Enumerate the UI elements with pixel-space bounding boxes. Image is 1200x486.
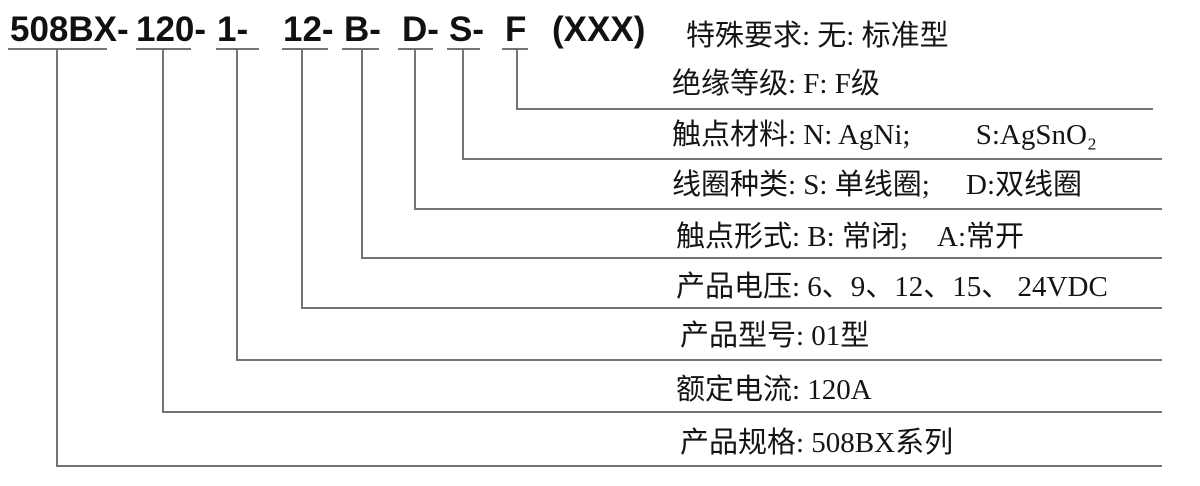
code-underline-rated-current (136, 48, 191, 50)
legend-rule-coil-type (414, 208, 1162, 210)
code-segment-special-requirements: (XXX) (552, 10, 646, 49)
code-underline-model (216, 48, 259, 50)
legend-rule-voltage (301, 307, 1162, 309)
legend-product-model: 产品型号: 01型 (680, 320, 870, 352)
code-underline-contact-form (342, 48, 379, 50)
legend-contact-form: 触点形式: B: 常闭; A:常开 (676, 221, 1025, 253)
legend-rule-rated-current (162, 411, 1162, 413)
connector-vertical-series (56, 50, 58, 467)
code-segment-contact-material: S- (449, 10, 484, 49)
legend-rule-model (236, 359, 1162, 361)
code-segment-contact-form: B- (344, 10, 381, 49)
legend-rule-insulation-class (516, 108, 1153, 110)
code-segment-model: 1- (217, 10, 249, 49)
code-segment-series: 508BX- (10, 10, 129, 49)
code-underline-voltage (282, 48, 328, 50)
legend-rated-current: 额定电流: 120A (676, 374, 872, 406)
code-underline-coil-type (398, 48, 433, 50)
legend-coil-type: 线圈种类: S: 单线圈; D:双线圈 (672, 169, 1083, 201)
legend-product-voltage: 产品电压: 6、9、12、15、 24VDC (676, 271, 1108, 303)
legend-rule-series (56, 465, 1162, 467)
code-underline-insulation-class (502, 48, 528, 50)
legend-rule-contact-material (462, 158, 1162, 160)
connector-vertical-insulation-class (516, 50, 518, 110)
legend-rule-contact-form (361, 257, 1162, 259)
connector-vertical-coil-type (414, 50, 416, 210)
legend-special-requirements: 特殊要求: 无: 标准型 (686, 20, 949, 52)
code-underline-contact-material (447, 48, 480, 50)
connector-vertical-model (236, 50, 238, 361)
legend-contact-material: 触点材料: N: AgNi; S:AgSnO₂ (672, 119, 1098, 151)
code-segment-coil-type: D- (402, 10, 439, 49)
connector-vertical-rated-current (162, 50, 164, 413)
code-segment-rated-current: 120- (136, 10, 207, 49)
legend-product-series: 产品规格: 508BX系列 (680, 427, 954, 459)
connector-vertical-voltage (301, 50, 303, 309)
connector-vertical-contact-material (462, 50, 464, 160)
code-segment-insulation-class: F (505, 10, 527, 49)
connector-vertical-contact-form (361, 50, 363, 259)
code-segment-voltage: 12- (283, 10, 334, 49)
code-underline-series (8, 48, 107, 50)
legend-insulation-class: 绝缘等级: F: F级 (672, 68, 880, 100)
